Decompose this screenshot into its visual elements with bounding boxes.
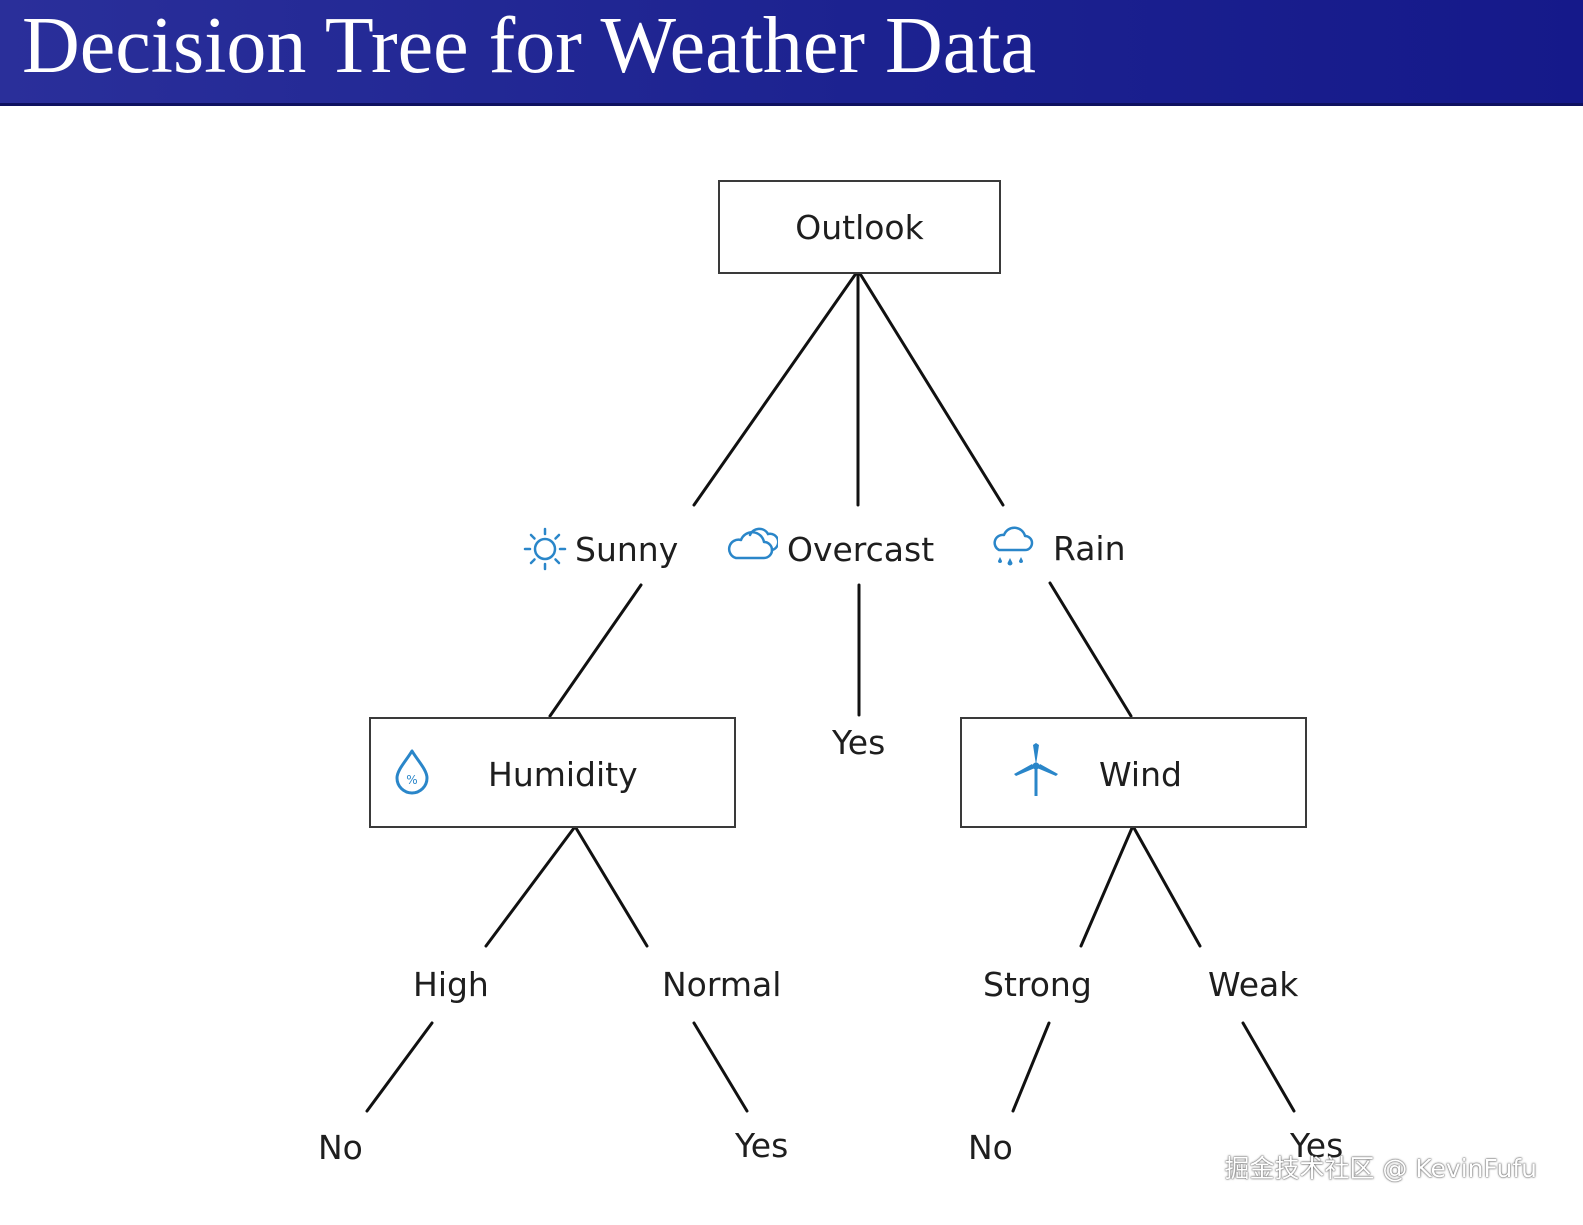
wind-turbine-icon	[1011, 743, 1061, 801]
branch-rain: Rain	[1053, 529, 1126, 568]
humidity-node	[369, 717, 736, 828]
leaf-normal-yes: Yes	[735, 1126, 789, 1165]
branch-high: High	[413, 965, 489, 1004]
edge-normal-yes	[692, 1021, 749, 1113]
edge-strong-no	[1011, 1021, 1051, 1113]
wind-label: Wind	[1099, 755, 1182, 794]
outlook-label: Outlook	[795, 208, 924, 247]
edge-outlook-rain	[857, 270, 1005, 507]
title-bar: Decision Tree for Weather Data	[0, 0, 1583, 106]
svg-text:%: %	[406, 773, 417, 787]
edge-wind-strong	[1079, 826, 1134, 948]
edge-sunny-humidity	[548, 583, 643, 718]
sun-icon	[523, 527, 567, 575]
edge-weak-yes	[1241, 1021, 1296, 1113]
edge-humidity-high	[484, 826, 576, 948]
branch-weak: Weak	[1208, 965, 1299, 1004]
leaf-weak-yes: Yes	[1290, 1126, 1344, 1165]
page-title: Decision Tree for Weather Data	[22, 2, 1036, 90]
outlook-node	[718, 180, 1001, 274]
edge-humidity-normal	[574, 826, 649, 948]
leaf-strong-no: No	[968, 1128, 1013, 1167]
humidity-label: Humidity	[488, 755, 638, 794]
branch-strong: Strong	[983, 965, 1092, 1004]
edge-high-no	[365, 1021, 434, 1113]
branch-sunny: Sunny	[575, 530, 679, 569]
humidity-drop-icon: %	[393, 748, 431, 800]
cloud-icon	[726, 526, 780, 566]
branch-normal: Normal	[662, 965, 782, 1004]
branch-overcast: Overcast	[787, 530, 935, 569]
edge-rain-wind	[1048, 581, 1133, 718]
edge-wind-weak	[1132, 826, 1202, 948]
leaf-high-no: No	[318, 1128, 363, 1167]
edge-outlook-sunny	[692, 270, 859, 507]
leaf-overcast-yes: Yes	[832, 723, 886, 762]
rain-cloud-icon	[990, 524, 1036, 576]
watermark: 掘金技术社区 @ KevinFufu	[1224, 1154, 1537, 1183]
